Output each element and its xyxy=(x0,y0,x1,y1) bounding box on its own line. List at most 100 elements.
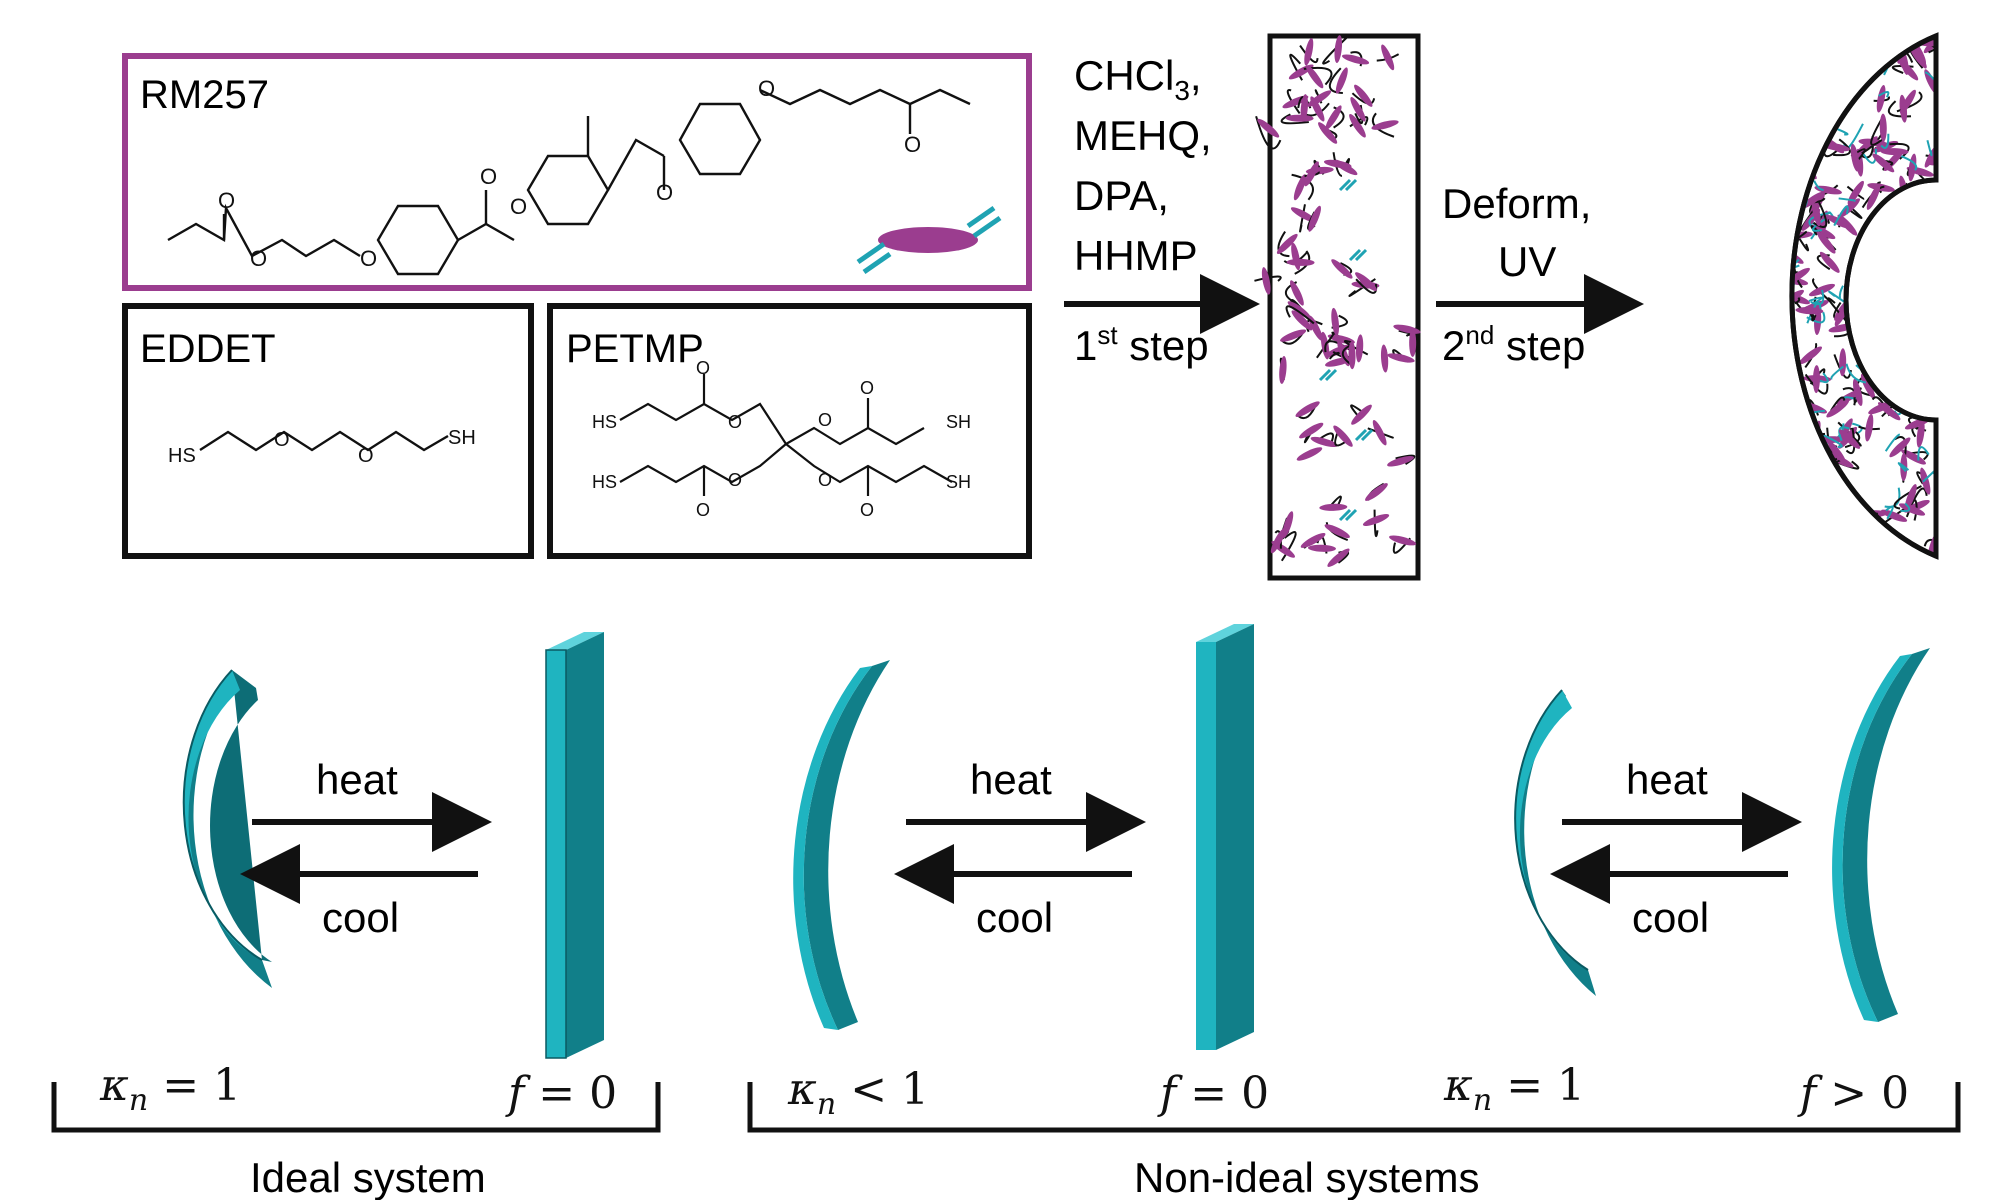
network-chain xyxy=(1791,150,1811,177)
mesogen xyxy=(1814,185,1842,195)
transition-2: heat cool xyxy=(894,756,1146,941)
network-chain xyxy=(1769,305,1785,318)
svg-text:O: O xyxy=(758,76,775,101)
network-chain xyxy=(1816,87,1835,98)
mesogen xyxy=(1731,286,1759,293)
mesogen xyxy=(1732,330,1756,355)
network-chain xyxy=(1299,204,1306,233)
network-chain xyxy=(1355,278,1378,294)
crosslink-chain xyxy=(1900,393,1907,406)
network-chain xyxy=(1765,254,1790,277)
network-chain xyxy=(1791,291,1801,305)
mesogen xyxy=(1797,131,1809,158)
svg-text:SH: SH xyxy=(946,472,971,492)
mesogen xyxy=(1380,344,1389,373)
mesogen xyxy=(1355,272,1377,291)
mesogen xyxy=(1799,346,1823,365)
mesogen xyxy=(1772,251,1793,278)
mesogen xyxy=(1307,544,1336,552)
mesogen xyxy=(1754,299,1781,320)
crosslink-chain xyxy=(1878,91,1890,98)
svg-text:SH: SH xyxy=(946,412,971,432)
beam-curved-2 xyxy=(793,660,890,1030)
network-chain xyxy=(1820,499,1835,509)
network-chain xyxy=(1767,420,1784,443)
svg-text:HS: HS xyxy=(592,412,617,432)
equations: κn= 1 f= 0 κn< 1 f= 0 κn= 1 f> 0 xyxy=(99,1060,1909,1122)
mesogen xyxy=(1270,528,1286,554)
cool-label-3: cool xyxy=(1632,894,1709,941)
mesogen xyxy=(1331,259,1353,279)
mesogen xyxy=(1865,413,1874,442)
eddet-label: EDDET xyxy=(140,327,276,371)
crosslink-mark xyxy=(1354,248,1368,262)
mesogen xyxy=(1901,449,1926,465)
mesogen xyxy=(1739,335,1756,364)
network-chain xyxy=(1291,173,1314,201)
beam-curved-3 xyxy=(1514,689,1596,996)
network-chain xyxy=(1286,89,1301,115)
mesogen xyxy=(1791,178,1799,189)
mesogen xyxy=(1767,298,1785,326)
mesogen xyxy=(1817,231,1836,254)
mesogen xyxy=(1757,172,1785,179)
mesogen xyxy=(1372,420,1387,446)
rm257-label: RM257 xyxy=(140,73,269,117)
network-chain xyxy=(1764,173,1774,187)
cool-label-1: cool xyxy=(322,894,399,941)
svg-text:O: O xyxy=(860,378,874,398)
mesogen xyxy=(1355,334,1364,363)
network-chain xyxy=(1761,299,1789,331)
crosslink-chain xyxy=(1823,434,1843,448)
mesogen xyxy=(1791,108,1808,128)
mesogen xyxy=(1752,183,1780,192)
crosslink-chain xyxy=(1843,123,1864,150)
mesogen xyxy=(1765,309,1793,328)
mesogen xyxy=(1795,307,1824,315)
mesogen xyxy=(1348,341,1356,370)
mesogen xyxy=(1777,252,1785,280)
network-chain xyxy=(1759,345,1768,359)
mesogen xyxy=(1763,424,1788,449)
mesogen xyxy=(1327,548,1350,567)
network-chain xyxy=(1755,301,1776,320)
network-chain xyxy=(1812,201,1828,228)
mesogen xyxy=(1304,38,1314,66)
crosslink-chain xyxy=(1838,285,1844,299)
network-chain xyxy=(1750,420,1762,447)
network-chain xyxy=(1722,357,1741,369)
crosslink-mark xyxy=(1354,428,1368,442)
first-step: CHCl3, MEHQ, DPA, HHMP 1st step xyxy=(1064,52,1260,369)
mesogen xyxy=(1826,399,1850,418)
bracket-nonideal xyxy=(747,1082,1961,1133)
mesogen xyxy=(1719,278,1739,306)
svg-text:O: O xyxy=(696,358,710,378)
rm257-box: RM257 O O O O O O O O xyxy=(122,53,1032,291)
svg-text:O: O xyxy=(818,410,832,430)
network-chain xyxy=(1791,176,1798,194)
mesogen xyxy=(1295,401,1320,417)
mesogen xyxy=(1362,513,1390,526)
network-chain xyxy=(1869,528,1884,551)
network-chain xyxy=(1894,435,1907,456)
network-chain xyxy=(1758,322,1782,339)
network-chain xyxy=(1846,185,1865,200)
svg-text:SH: SH xyxy=(448,427,476,449)
mesogen xyxy=(1323,159,1352,169)
network-chain xyxy=(1833,138,1851,157)
network-chain xyxy=(1761,218,1781,233)
svg-text:O: O xyxy=(358,445,374,467)
mesogen xyxy=(1909,45,1927,69)
network-chain xyxy=(1873,96,1890,102)
mesogen xyxy=(1758,376,1786,395)
rm257-structure xyxy=(167,88,971,276)
crosslink-chain xyxy=(1752,316,1775,326)
reagent-deform: Deform, xyxy=(1442,180,1591,227)
crosslink-chain xyxy=(1808,211,1832,228)
mesogen xyxy=(1324,524,1350,539)
crosslink-chain xyxy=(1926,140,1933,157)
mesogen xyxy=(1838,429,1861,449)
network-chain xyxy=(1817,73,1840,92)
mesogen xyxy=(1718,359,1746,367)
